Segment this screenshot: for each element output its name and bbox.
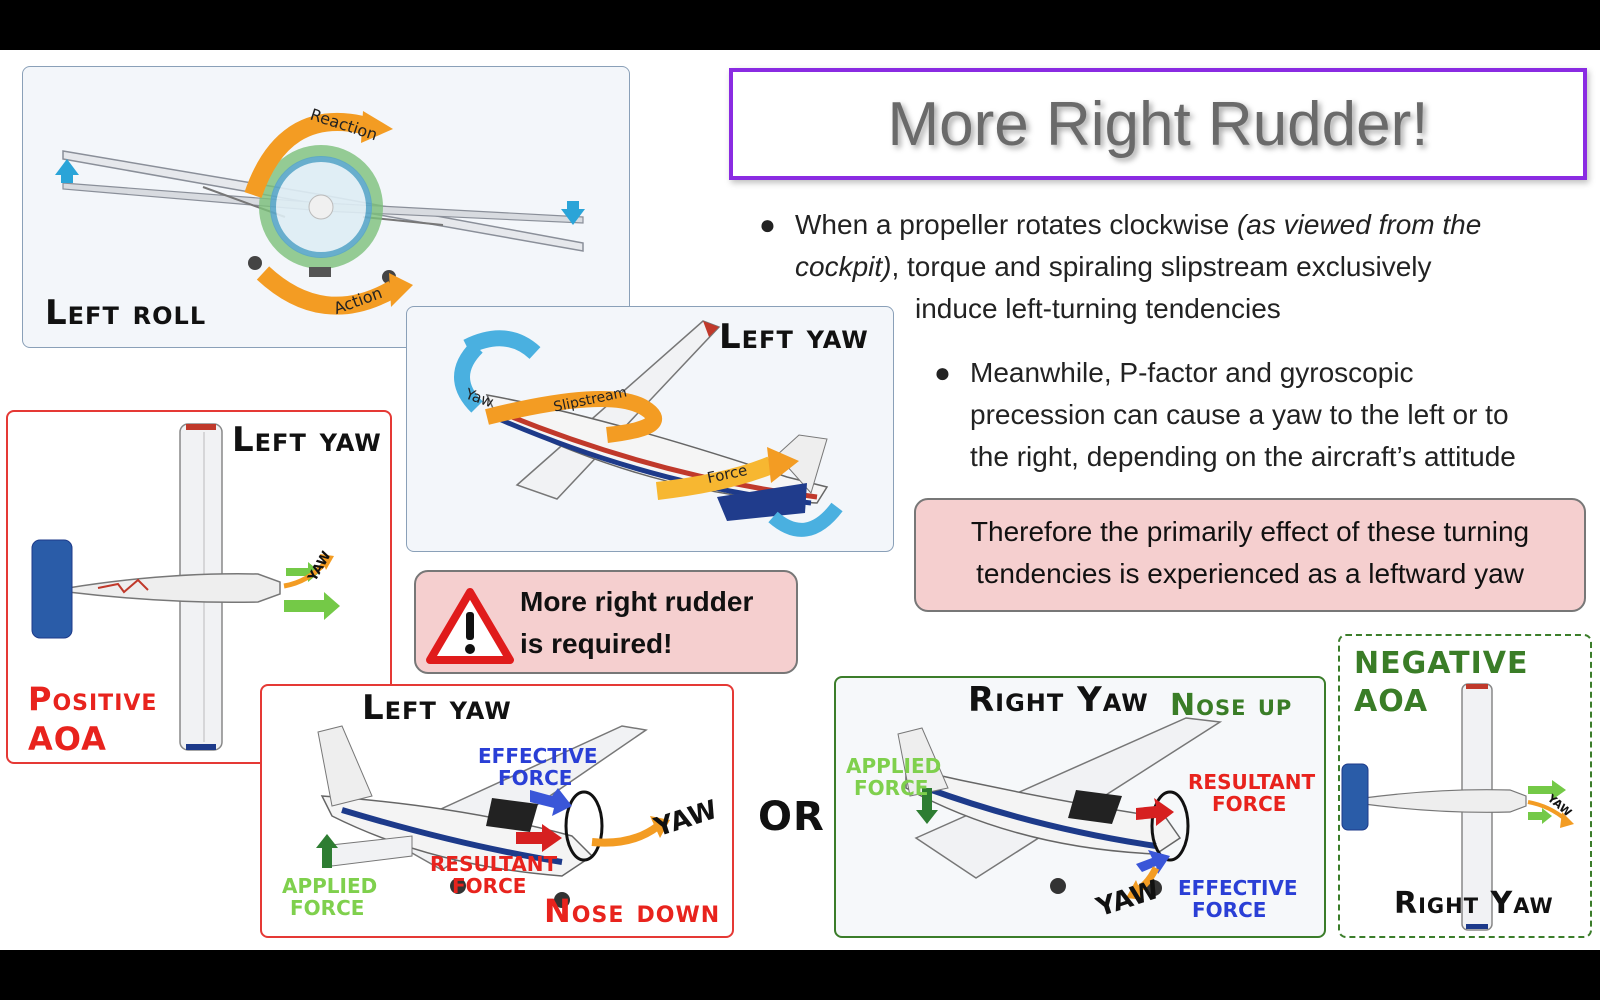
nose-down-resultant-line1: RESULTANT [430,852,558,876]
positive-aoa-caption: Left yaw [232,420,382,460]
panel-negative-aoa: YAW NEGATIVE AOA Right Yaw [1338,634,1592,938]
bullet-1: ● When a propeller rotates clockwise (as… [759,204,1575,330]
nose-down-resultant-line2: FORCE [452,874,527,898]
bullet-2-line3: the right, depending on the aircraft’s a… [970,441,1516,472]
warning-line1: More right rudder [520,586,754,617]
bullet-1-line2-italic: cockpit) [795,251,892,282]
nose-down-applied-line2: FORCE [290,896,365,920]
bullet-1-line2-plain: , torque and spiraling slipstream exclus… [891,251,1432,282]
bullet-1-line1: When a propeller rotates clockwise (as v… [795,204,1575,246]
nose-up-resultant-line2: FORCE [1212,792,1287,816]
negative-aoa-label-line2: AOA [1354,684,1429,719]
slide: Reaction Action Left roll Yaw S [0,50,1600,950]
nose-down-effective-line2: FORCE [498,766,573,790]
left-roll-airplane-illustration [55,111,585,315]
nose-up-effective-line2: FORCE [1192,898,1267,922]
bullet-2-line2: precession can cause a yaw to the left o… [970,399,1509,430]
slipstream-airplane-illustration [454,320,843,537]
negative-aoa-airplane-illustration [1341,683,1574,931]
negative-aoa-label-line1: NEGATIVE [1354,646,1529,681]
nose-down-applied-line1: APPLIED [282,874,378,898]
nose-up-applied-line2: FORCE [854,776,929,800]
panel-slipstream-left-yaw: Yaw Slipstream Force Left yaw [406,306,894,552]
warning-line2: is required! [520,628,673,659]
nose-down-label: Nose down [544,892,721,930]
conclusion-line2: tendencies is experienced as a leftward … [976,558,1524,589]
positive-aoa-airplane-illustration [31,423,340,751]
warning-box: More right rudder is required! [414,570,798,674]
panel-nose-up: Right Yaw Nose up APPLIED FORCE RESULTAN… [834,676,1326,938]
nose-up-label: Nose up [1170,688,1293,723]
nose-down-caption: Left yaw [362,688,512,728]
bullet-1-line2: cockpit), torque and spiraling slipstrea… [795,246,1575,288]
left-roll-caption: Left roll [45,293,207,333]
bullet-1-line1-plain: When a propeller rotates clockwise [795,209,1237,240]
slipstream-caption: Left yaw [719,317,869,357]
warning-triangle-icon [426,588,514,664]
nose-up-resultant-line1: RESULTANT [1188,770,1316,794]
panel-left-roll: Reaction Action Left roll [22,66,630,348]
nose-up-effective-line1: EFFECTIVE [1178,876,1298,900]
bullet-1-line3: induce left-turning tendencies [915,293,1281,324]
negative-aoa-caption: Right Yaw [1394,886,1554,921]
nose-down-airplane-illustration [316,725,670,908]
positive-aoa-label-line1: Positive [28,680,158,718]
bullet-1-dot: ● [759,209,776,240]
nose-up-caption: Right Yaw [968,680,1149,720]
bullet-2: ● Meanwhile, P-factor and gyroscopic pre… [934,352,1590,478]
title-box: More Right Rudder! [729,68,1587,180]
bullet-2-dot: ● [934,357,951,388]
or-label: OR [758,794,825,840]
nose-down-effective-line1: EFFECTIVE [478,744,598,768]
bullet-1-line1-italic: (as viewed from the [1236,209,1482,240]
conclusion-box: Therefore the primarily effect of these … [914,498,1586,612]
panel-nose-down: Left yaw EFFECTIVE FORCE YAW RESULTANT F… [260,684,734,938]
bullet-2-line1: Meanwhile, P-factor and gyroscopic [970,357,1414,388]
slide-title: More Right Rudder! [887,89,1429,159]
conclusion-line1: Therefore the primarily effect of these … [970,516,1530,547]
nose-up-applied-line1: APPLIED [846,754,942,778]
nose-up-airplane-illustration [897,717,1223,900]
positive-aoa-label-line2: AOA [28,720,107,758]
